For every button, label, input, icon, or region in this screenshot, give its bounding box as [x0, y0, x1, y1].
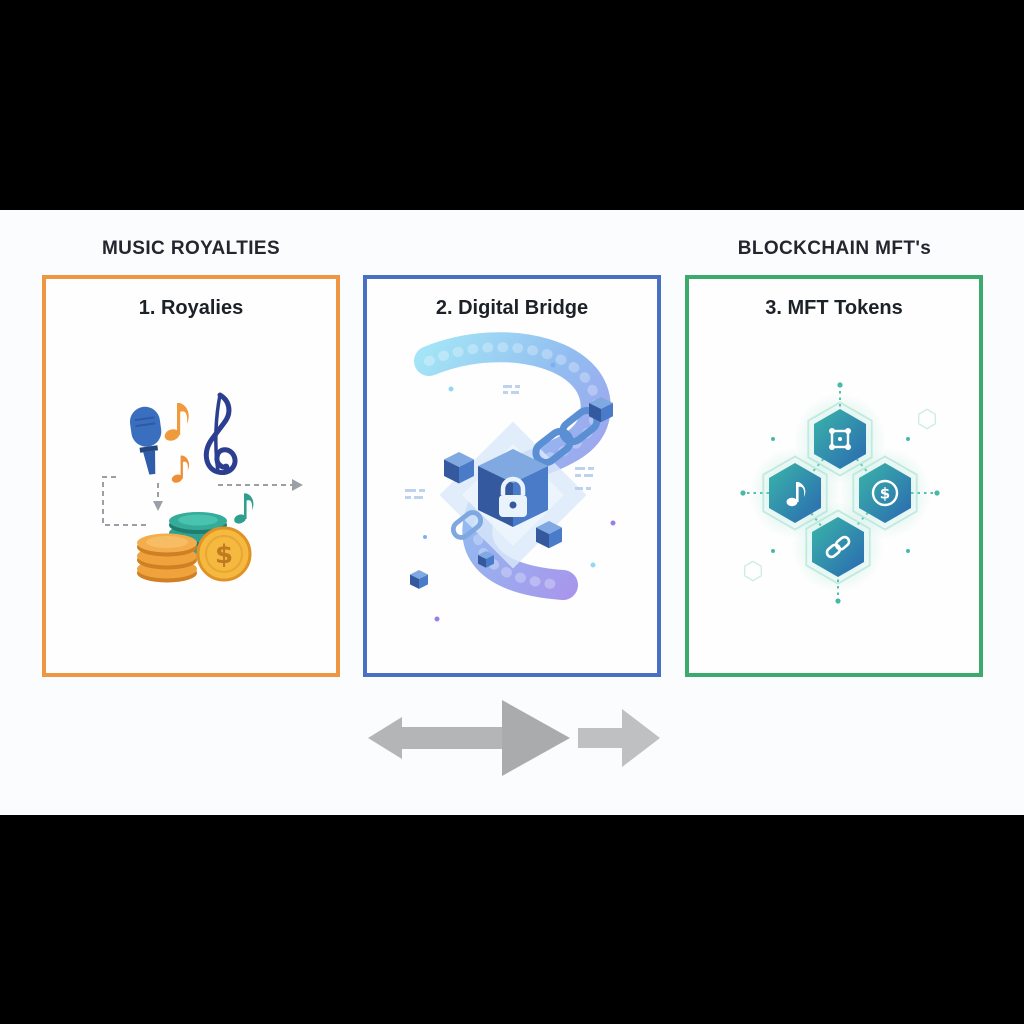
double-headed-arrow	[368, 700, 570, 776]
panel-digital-bridge: 2. Digital Bridge	[363, 275, 661, 677]
header-music-royalties: MUSIC ROYALTIES	[101, 238, 281, 259]
microphone-icon	[129, 406, 162, 475]
panel-royalties: 1. Royalies	[42, 275, 340, 677]
dashed-flow-arrows	[102, 476, 292, 526]
dollar-icon: $	[871, 479, 899, 507]
flow-arrows	[368, 700, 660, 776]
music-note-icon	[786, 482, 806, 507]
header-blockchain-mfts: BLOCKCHAIN MFT's	[737, 238, 932, 259]
letterbox-bottom	[0, 815, 1024, 1024]
panel-mft-tokens-title: 3. MFT Tokens	[765, 297, 903, 319]
eighth-note-icon	[234, 493, 254, 524]
panel-digital-bridge-title: 2. Digital Bridge	[435, 297, 589, 319]
dashed-arrowheads	[153, 479, 303, 511]
eighth-note-icon	[171, 455, 190, 483]
letterbox-top	[0, 0, 1024, 210]
royalties-illustration: $	[102, 392, 303, 583]
right-arrow	[578, 709, 660, 767]
connector-nodes	[740, 382, 940, 604]
panel-mft-tokens: 3. MFT Tokens	[685, 275, 983, 677]
network-icon	[829, 428, 851, 450]
content-area: MUSIC ROYALTIES BLOCKCHAIN MFT's 1. Roya…	[0, 210, 1024, 815]
mini-hex-outline	[744, 560, 762, 582]
dollar-coin: $	[196, 526, 252, 582]
panel-royalties-title: 1. Royalies	[138, 297, 244, 319]
padlock-icon	[499, 476, 527, 517]
coin-stack-orange	[137, 533, 197, 583]
eighth-note-icon	[164, 403, 189, 441]
dollar-coin-symbol: $	[215, 540, 233, 570]
chain-icon	[825, 535, 851, 559]
svg-text:$: $	[880, 485, 890, 503]
data-dots	[423, 362, 616, 622]
mft-tokens-illustration: $	[740, 382, 940, 604]
treble-clef-icon	[203, 392, 238, 476]
data-dots	[405, 385, 594, 499]
digital-bridge-illustration	[405, 332, 616, 622]
chain-token-hexagon	[792, 501, 884, 593]
mini-hex-outline	[918, 408, 936, 430]
